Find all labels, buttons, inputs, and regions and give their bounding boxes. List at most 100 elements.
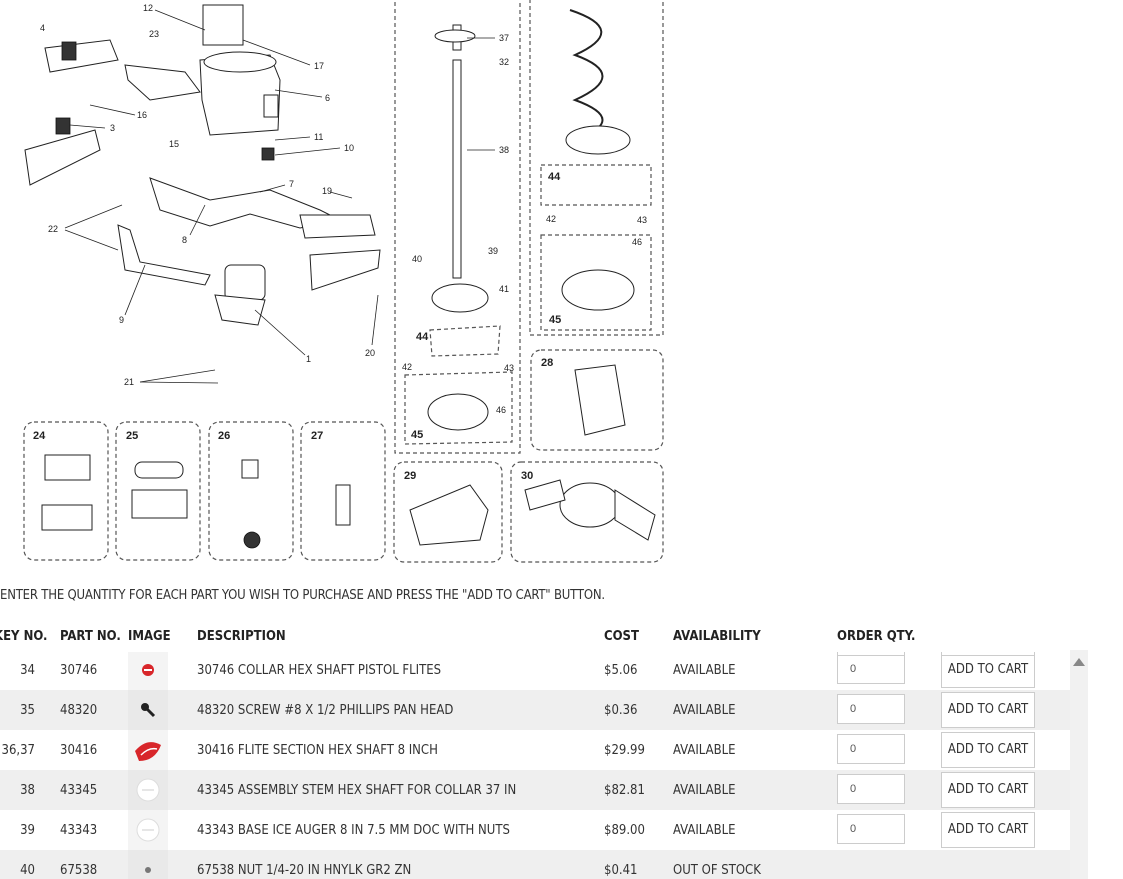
panel-28 [530, 349, 664, 451]
part-cost: $0.36 [604, 703, 638, 718]
callout-labels: 12 4 23 17 6 16 3 15 11 10 7 19 22 8 9 1… [40, 3, 375, 387]
part-no: 30746 [60, 663, 98, 678]
add-to-cart-button[interactable]: ADD TO CART [941, 732, 1035, 768]
key-no: 36,37 [1, 743, 35, 758]
key-no: 40 [20, 863, 35, 878]
order-qty-input[interactable]: 0 [837, 814, 905, 844]
add-to-cart-button[interactable]: ADD TO CART [941, 772, 1035, 808]
svg-text:27: 27 [311, 430, 323, 442]
header-key-no: KEY NO. [0, 629, 48, 644]
purchase-instructions: ENTER THE QUANTITY FOR EACH PART YOU WIS… [0, 588, 605, 603]
svg-text:39: 39 [488, 246, 498, 256]
part-no: 48320 [60, 703, 98, 718]
header-order-qty: ORDER QTY. [837, 629, 916, 644]
part-cost: $82.81 [604, 783, 645, 798]
part-cost: $0.41 [604, 863, 638, 878]
svg-text:43: 43 [504, 363, 514, 373]
part-image[interactable] [128, 850, 168, 879]
add-to-cart-button[interactable]: ADD TO CART [941, 692, 1035, 728]
table-scrollbar[interactable] [1070, 650, 1088, 879]
svg-text:40: 40 [412, 254, 422, 264]
part-cost: $5.06 [604, 663, 638, 678]
nut-thumbnail-icon [145, 867, 151, 873]
part-availability: AVAILABLE [673, 783, 736, 798]
part-cost: $89.00 [604, 823, 645, 838]
svg-text:20: 20 [365, 348, 375, 358]
header-part-no: PART NO. [60, 629, 121, 644]
svg-text:42: 42 [546, 214, 556, 224]
screw-thumbnail-icon [141, 703, 156, 718]
svg-text:45: 45 [549, 314, 561, 326]
svg-text:23: 23 [149, 29, 159, 39]
table-row: 35 48320 48320 SCREW #8 X 1/2 PHILLIPS PAN… [0, 690, 1070, 730]
part-image[interactable] [128, 650, 168, 690]
order-qty-input[interactable]: 0 [837, 774, 905, 804]
part-availability: AVAILABLE [673, 823, 736, 838]
parts-table: KEY NO. PART NO. IMAGE DESCRIPTION COST … [0, 620, 1070, 879]
svg-text:22: 22 [48, 224, 58, 234]
svg-text:8: 8 [182, 235, 187, 245]
add-to-cart-button[interactable]: ADD TO CART [941, 652, 1035, 688]
svg-text:11: 11 [314, 132, 323, 142]
part-no: 43345 [60, 783, 98, 798]
part-cost: $29.99 [604, 743, 645, 758]
part-image[interactable] [128, 770, 168, 810]
parts-diagram: 12 4 23 17 6 16 3 15 11 10 7 19 22 8 9 1… [0, 0, 680, 570]
svg-text:30: 30 [521, 470, 533, 482]
part-image[interactable] [128, 690, 168, 730]
collar-thumbnail-icon [142, 664, 154, 676]
svg-text:46: 46 [496, 405, 506, 415]
svg-text:28: 28 [541, 357, 553, 369]
svg-text:1: 1 [306, 354, 311, 364]
header-availability: AVAILABILITY [673, 629, 761, 644]
svg-text:9: 9 [119, 315, 124, 325]
order-qty-input[interactable]: 0 [837, 734, 905, 764]
svg-text:4: 4 [40, 23, 45, 33]
svg-text:21: 21 [124, 377, 134, 387]
svg-text:46: 46 [632, 237, 642, 247]
shaft-assembly: 37 32 38 39 40 41 44 42 43 46 45 [402, 24, 514, 445]
part-availability: AVAILABLE [673, 663, 736, 678]
part-no: 43343 [60, 823, 98, 838]
svg-text:15: 15 [169, 139, 179, 149]
header-cost: COST [604, 629, 639, 644]
part-description: 43343 BASE ICE AUGER 8 IN 7.5 MM DOC WIT… [197, 823, 510, 838]
key-no: 35 [20, 703, 35, 718]
shaft-assembly-panel [394, 0, 521, 454]
svg-text:43: 43 [637, 215, 647, 225]
svg-text:44: 44 [416, 331, 429, 343]
leader-lines [64, 9, 379, 384]
part-availability: OUT OF STOCK [673, 863, 761, 878]
qty-input-partial[interactable] [837, 648, 905, 656]
svg-text:32: 32 [499, 57, 509, 67]
add-to-cart-button-partial[interactable] [941, 648, 1035, 656]
part-no: 30416 [60, 743, 98, 758]
svg-text:29: 29 [404, 470, 416, 482]
part-no: 67538 [60, 863, 98, 878]
part-image[interactable] [128, 810, 168, 850]
order-qty-input[interactable]: 0 [837, 694, 905, 724]
part-availability: AVAILABLE [673, 703, 736, 718]
scroll-up-arrow-icon[interactable] [1073, 658, 1085, 666]
order-qty-input[interactable]: 0 [837, 654, 905, 684]
svg-text:19: 19 [322, 186, 332, 196]
part-description: 48320 SCREW #8 X 1/2 PHILLIPS PAN HEAD [197, 703, 454, 718]
auger-assembly: 44 42 43 46 45 [540, 9, 652, 331]
header-image: IMAGE [128, 629, 171, 644]
part-availability: AVAILABLE [673, 743, 736, 758]
svg-text:25: 25 [126, 430, 138, 442]
svg-text:17: 17 [314, 61, 324, 71]
table-header: KEY NO. PART NO. IMAGE DESCRIPTION COST … [0, 620, 1070, 652]
svg-text:3: 3 [110, 123, 115, 133]
part-description: 43345 ASSEMBLY STEM HEX SHAFT FOR COLLAR… [197, 783, 517, 798]
svg-text:38: 38 [499, 145, 509, 155]
svg-text:24: 24 [33, 430, 46, 442]
add-to-cart-button[interactable]: ADD TO CART [941, 812, 1035, 848]
key-no: 34 [20, 663, 35, 678]
svg-text:12: 12 [143, 3, 153, 13]
part-image[interactable] [128, 730, 168, 770]
